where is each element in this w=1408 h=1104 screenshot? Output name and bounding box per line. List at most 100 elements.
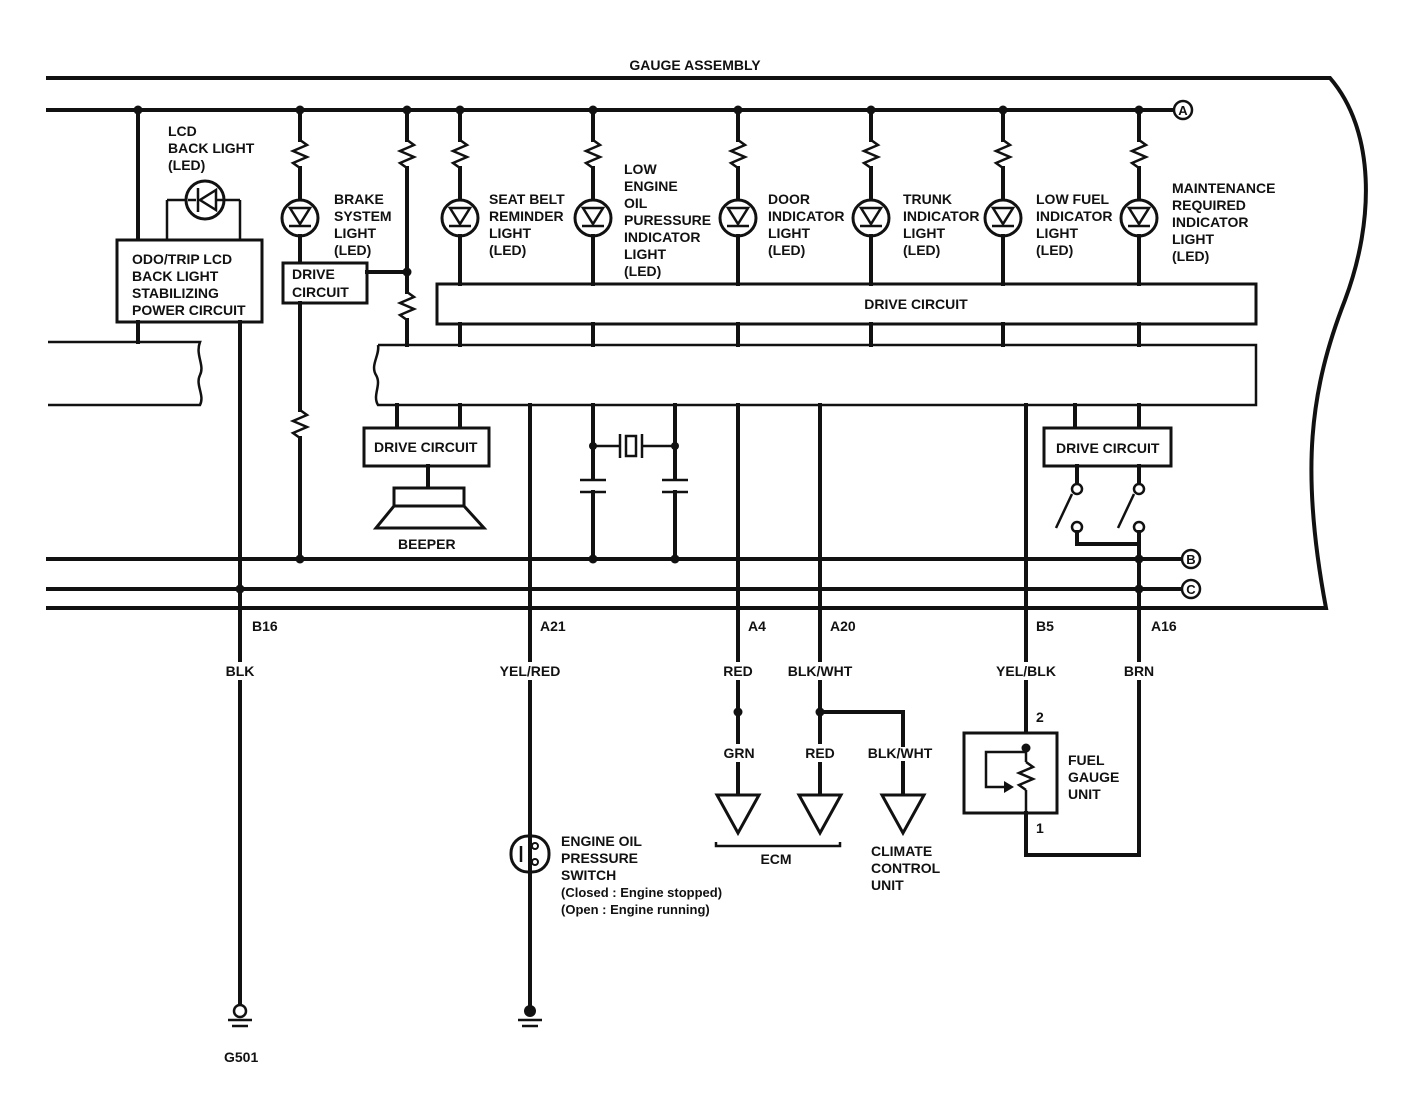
ground-label: G501 [224,1049,258,1065]
door-label: DOOR INDICATOR LIGHT (LED) [768,191,844,258]
svg-text:(LED): (LED) [1172,248,1209,264]
svg-text:(Closed : Engine stopped): (Closed : Engine stopped) [561,885,722,900]
svg-text:A20: A20 [830,618,856,634]
door-indicator-light [718,108,758,347]
svg-text:INDICATOR: INDICATOR [768,208,844,224]
lcd-backlight-label: LCD BACK LIGHT (LED) [168,123,255,173]
svg-text:TRUNK: TRUNK [903,191,952,207]
brake-system-light [280,108,320,265]
svg-text:ENGINE OIL: ENGINE OIL [561,833,642,849]
svg-text:BRN: BRN [1124,663,1154,679]
svg-text:LIGHT: LIGHT [768,225,810,241]
svg-text:DRIVE CIRCUIT: DRIVE CIRCUIT [864,296,968,312]
svg-text:PRESSURE: PRESSURE [561,850,638,866]
oscillator-circuit [580,403,688,561]
fuel-gauge-unit [962,731,1141,857]
svg-text:INDICATOR: INDICATOR [903,208,979,224]
svg-text:ENGINE: ENGINE [624,178,678,194]
wire-color-labels: BLK YEL/RED RED BLK/WHT YEL/BLK BRN GRN … [224,662,1156,762]
svg-text:BEEPER: BEEPER [398,536,456,552]
svg-text:A4: A4 [748,618,766,634]
maintenance-required-light [1119,108,1159,347]
oil-switch-label: ENGINE OIL PRESSURE SWITCH (Closed : Eng… [561,833,722,917]
svg-text:RED: RED [805,745,835,761]
fuel-gauge-labels: 2 1 FUEL GAUGE UNIT [1036,709,1119,836]
main-drive-circuit: DRIVE CIRCUIT [435,282,1258,326]
low-oil-label: LOW ENGINE OIL PURESSURE INDICATOR LIGHT… [624,161,711,279]
svg-text:INDICATOR: INDICATOR [624,229,700,245]
bus-b: B [46,548,1202,570]
bus-c-label: C [1186,582,1196,597]
svg-text:REQUIRED: REQUIRED [1172,197,1246,213]
svg-text:STABILIZING: STABILIZING [132,285,219,301]
trunk-label: TRUNK INDICATOR LIGHT (LED) [903,191,979,258]
svg-text:REMINDER: REMINDER [489,208,564,224]
maintenance-label: MAINTENANCE REQUIRED INDICATOR LIGHT (LE… [1172,180,1275,264]
svg-text:(LED): (LED) [903,242,940,258]
left-internal-block [48,340,203,407]
svg-text:BLK/WHT: BLK/WHT [868,745,933,761]
svg-text:DRIVE CIRCUIT: DRIVE CIRCUIT [1056,440,1160,456]
main-internal-block [372,343,1258,407]
beeper: BEEPER [372,486,488,552]
svg-text:OIL: OIL [624,195,648,211]
brake-drive-circuit: DRIVE CIRCUIT [281,261,369,305]
svg-text:1: 1 [1036,820,1044,836]
terminal-labels: B16 A21 A4 A20 B5 A16 [252,618,1177,634]
svg-text:BLK: BLK [226,663,255,679]
seatbelt-label: SEAT BELT REMINDER LIGHT (LED) [489,191,565,258]
seatbelt-reminder-light [440,108,480,347]
ecm-label: ECM [760,851,791,867]
svg-text:SWITCH: SWITCH [561,867,616,883]
bus-a-label: A [1178,103,1188,118]
svg-text:CONTROL: CONTROL [871,860,941,876]
svg-text:BLK/WHT: BLK/WHT [788,663,853,679]
svg-text:YEL/RED: YEL/RED [500,663,561,679]
svg-text:INDICATOR: INDICATOR [1172,214,1248,230]
engine-oil-pressure-switch [509,834,551,874]
svg-text:SEAT BELT: SEAT BELT [489,191,565,207]
svg-text:LCD: LCD [168,123,197,139]
svg-text:LIGHT: LIGHT [1036,225,1078,241]
svg-text:A21: A21 [540,618,566,634]
svg-text:PURESSURE: PURESSURE [624,212,711,228]
svg-text:CIRCUIT: CIRCUIT [292,284,349,300]
low-fuel-indicator-light [983,108,1023,347]
svg-text:YEL/BLK: YEL/BLK [996,663,1056,679]
brake-system-light-label: BRAKE SYSTEM LIGHT (LED) [334,191,392,258]
svg-text:BACK LIGHT: BACK LIGHT [132,268,219,284]
lcd-backlight-led [136,108,242,242]
svg-text:UNIT: UNIT [871,877,904,893]
svg-text:GRN: GRN [723,745,754,761]
bus-a-junctions [133,105,1144,277]
svg-text:(LED): (LED) [489,242,526,258]
svg-text:B5: B5 [1036,618,1054,634]
gauge-assembly-outline [46,76,1368,610]
low-oil-pressure-light [573,108,613,347]
svg-text:(LED): (LED) [1036,242,1073,258]
svg-text:BACK LIGHT: BACK LIGHT [168,140,255,156]
beeper-drive-circuit: DRIVE CIRCUIT [362,403,491,490]
svg-text:GAUGE: GAUGE [1068,769,1119,785]
svg-text:DRIVE: DRIVE [292,266,335,282]
gauge-assembly-title: GAUGE ASSEMBLY [629,57,761,73]
resistor-chain [396,108,418,347]
svg-text:BRAKE: BRAKE [334,191,384,207]
svg-text:LOW FUEL: LOW FUEL [1036,191,1110,207]
svg-text:(LED): (LED) [768,242,805,258]
svg-text:INDICATOR: INDICATOR [1036,208,1112,224]
odo-trip-power-circuit: ODO/TRIP LCD BACK LIGHT STABILIZING POWE… [115,238,264,324]
fuel-drive-circuit: DRIVE CIRCUIT [1042,403,1173,591]
svg-text:RED: RED [723,663,753,679]
trunk-indicator-light [851,108,891,347]
svg-text:A16: A16 [1151,618,1177,634]
splice-a4 [733,707,743,717]
ground-g501: G501 [224,1003,258,1065]
ground-oil-switch [518,1005,542,1028]
bus-bc-junctions [235,554,1144,594]
svg-text:ODO/TRIP LCD: ODO/TRIP LCD [132,251,232,267]
svg-text:CLIMATE: CLIMATE [871,843,932,859]
svg-text:FUEL: FUEL [1068,752,1105,768]
svg-text:LIGHT: LIGHT [903,225,945,241]
